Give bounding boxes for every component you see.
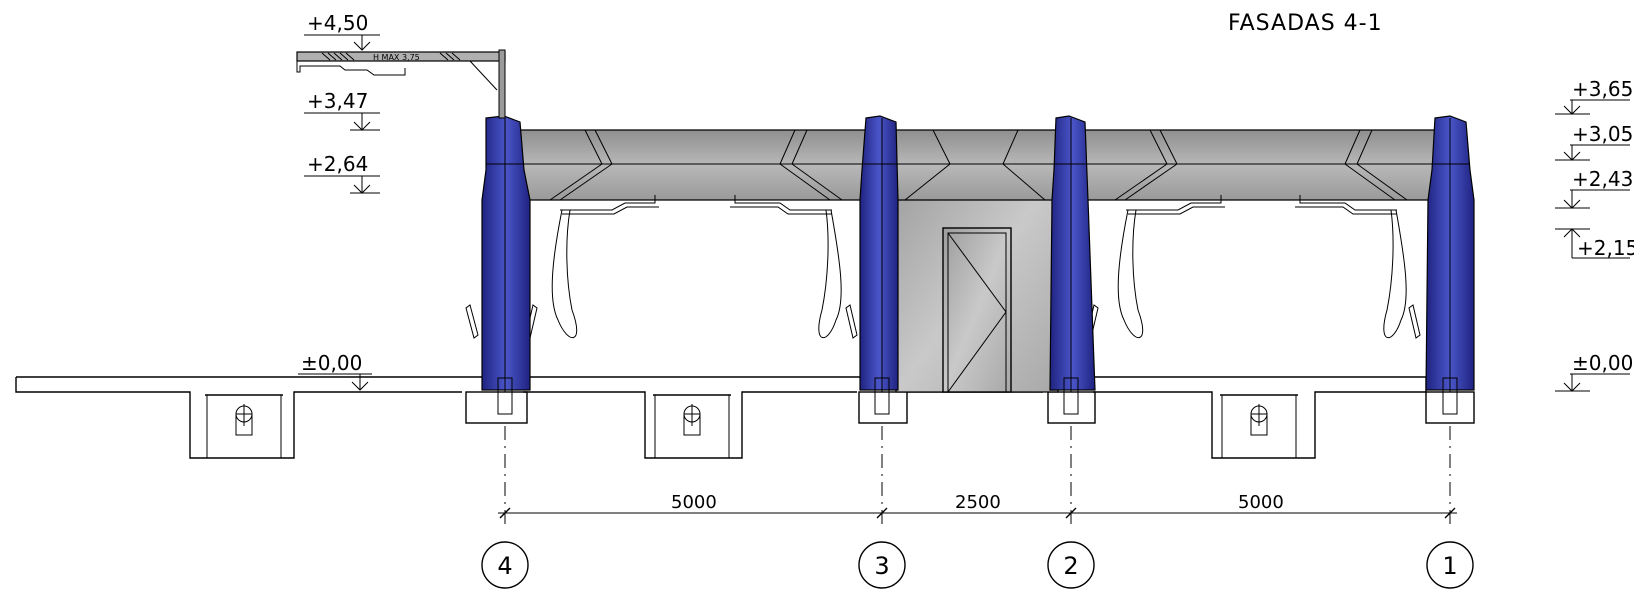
level-label: ±0,00 bbox=[1572, 351, 1633, 375]
dimension-label: 2500 bbox=[955, 492, 1001, 513]
ground-slab bbox=[15, 376, 1427, 459]
axis-label: 3 bbox=[874, 552, 889, 580]
room-door bbox=[942, 227, 1012, 393]
dimension-chain: 5000 2500 5000 bbox=[498, 426, 1457, 525]
steel-column bbox=[481, 115, 1475, 415]
technical-room bbox=[895, 171, 1059, 393]
drawing-title: FASADAS 4-1 bbox=[1228, 11, 1383, 36]
level-label: ±0,00 bbox=[301, 351, 362, 375]
level-markers-left: +4,50 +3,47 +2,64 ±0,00 bbox=[298, 11, 380, 391]
dimension-label: 5000 bbox=[671, 492, 717, 513]
level-label: +2,64 bbox=[307, 152, 368, 176]
clearance-sign: H MAX 3,75 bbox=[373, 53, 420, 62]
axis-label: 4 bbox=[497, 552, 512, 580]
height-limiter: H MAX 3,75 bbox=[296, 49, 506, 119]
column-foundation bbox=[465, 391, 1475, 424]
drain-symbol bbox=[235, 404, 1268, 436]
axis-label: 2 bbox=[1063, 552, 1078, 580]
dimension-label: 5000 bbox=[1238, 492, 1284, 513]
level-label: +2,43 bbox=[1572, 167, 1633, 191]
roof-beam bbox=[504, 129, 1446, 201]
wash-hose bbox=[465, 195, 1421, 339]
level-markers-right: +3,65 +3,05 +2,43 +2,15 ±0,00 bbox=[1555, 77, 1634, 392]
axis-label: 1 bbox=[1442, 552, 1457, 580]
level-label: +3,05 bbox=[1572, 122, 1633, 146]
level-label: +2,15 bbox=[1577, 236, 1634, 260]
level-label: +3,65 bbox=[1572, 77, 1633, 101]
level-label: +4,50 bbox=[307, 11, 368, 35]
level-label: +3,47 bbox=[307, 89, 368, 113]
grid-axis-markers: 4 3 2 1 bbox=[481, 541, 1474, 589]
